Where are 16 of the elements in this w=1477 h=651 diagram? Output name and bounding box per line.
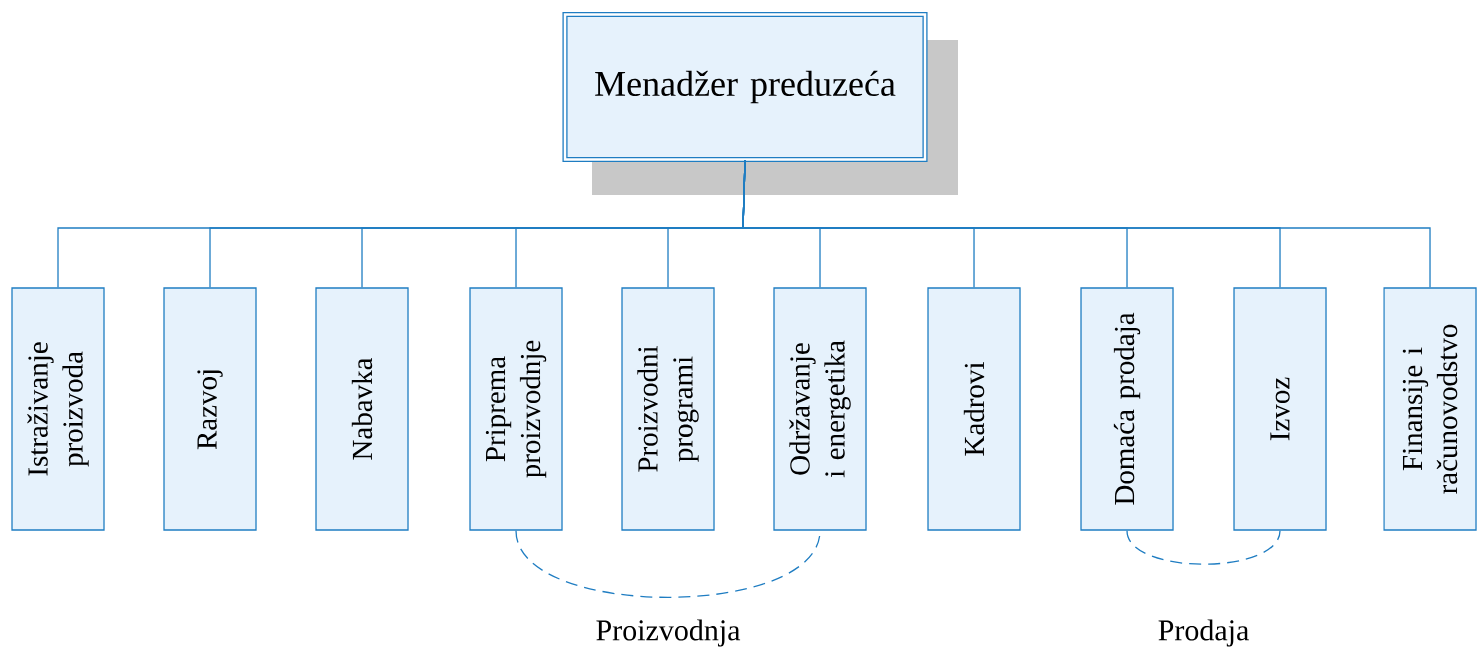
group-label: Proizvodnja	[596, 619, 741, 647]
connector-line	[742, 159, 1431, 288]
department-box: Održavanje i energetika	[773, 287, 867, 531]
department-box: Kadrovi	[927, 287, 1021, 531]
department-box: Istraživanje proizvoda	[11, 287, 105, 531]
department-box: Finansije i računovodstvo	[1383, 287, 1477, 531]
department-box: Priprema proizvodnje	[469, 287, 563, 531]
dashed-arc	[515, 530, 821, 598]
department-box: Nabavka	[315, 287, 409, 531]
department-box: Razvoj	[163, 287, 257, 531]
group-label: Prodaja	[1158, 619, 1249, 647]
dashed-arc	[1126, 530, 1281, 565]
manager-box: Menadžer preduzeća	[562, 11, 928, 163]
department-box: Domaća prodaja	[1080, 287, 1174, 531]
department-box: Izvoz	[1233, 287, 1327, 531]
department-box: Proizvodni programi	[621, 287, 715, 531]
